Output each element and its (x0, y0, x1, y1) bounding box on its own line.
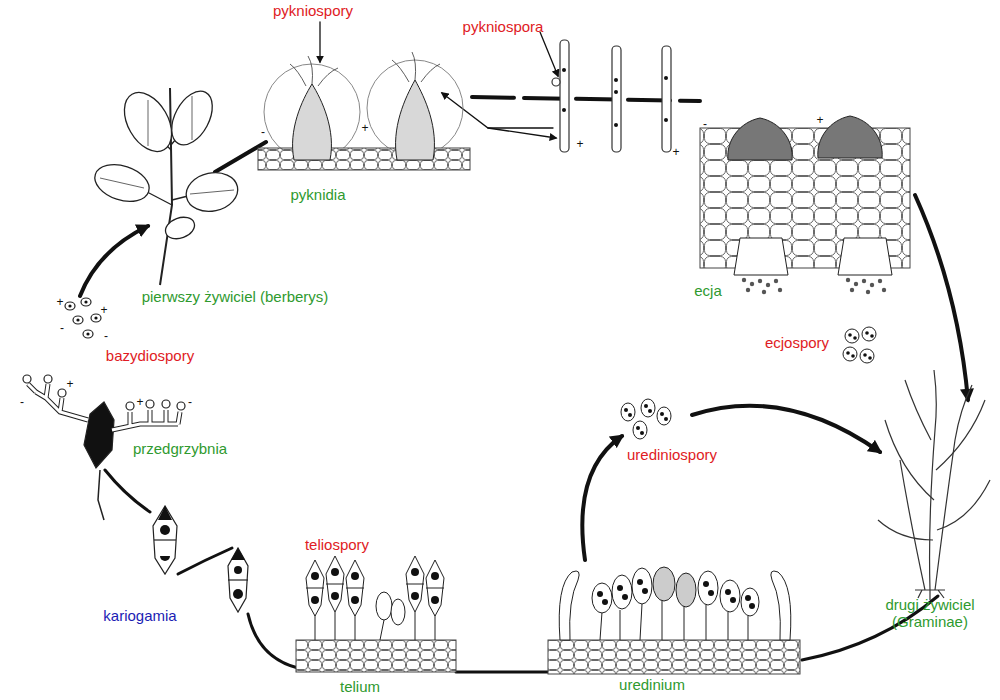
mating-sign: - (188, 396, 192, 408)
mating-sign: - (703, 118, 707, 130)
mating-sign: + (576, 138, 583, 150)
mating-sign: - (60, 322, 64, 334)
process-label: kariogamia (103, 607, 176, 624)
structure-label: uredinium (619, 676, 685, 693)
mating-sign: - (104, 330, 108, 342)
host-label: drugi żywiciel (Graminae) (869, 596, 991, 630)
spore-label: pykniospora (463, 18, 544, 35)
structure-label: przedgrzybnia (133, 440, 227, 457)
spore-label: teliospory (305, 536, 369, 553)
mating-sign: + (361, 122, 368, 134)
mating-sign: + (56, 296, 63, 308)
structure-label: ecja (694, 282, 722, 299)
spore-label: bazydiospory (106, 347, 194, 364)
mating-sign: - (261, 126, 265, 138)
structure-label: telium (340, 678, 380, 695)
mating-sign: + (136, 396, 143, 408)
mating-sign: + (672, 146, 679, 158)
spore-label: ecjospory (765, 334, 829, 351)
host-label: pierwszy żywiciel (berberys) (142, 288, 329, 305)
mating-sign: - (20, 396, 24, 408)
mating-sign: + (100, 304, 107, 316)
structure-label: pyknidia (290, 186, 345, 203)
spore-label: pykniospory (273, 2, 353, 19)
spore-label: urediniospory (627, 446, 717, 463)
mating-sign: + (66, 378, 73, 390)
mating-sign: + (816, 114, 823, 126)
